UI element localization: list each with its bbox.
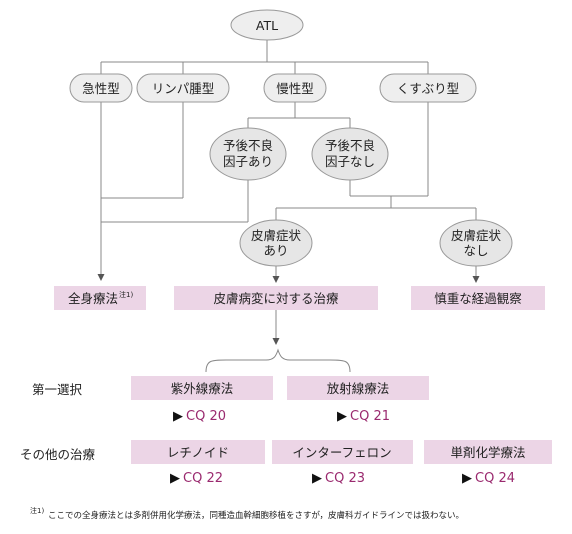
type-lymphoma: リンパ腫型 <box>136 73 230 103</box>
type-acute-label: 急性型 <box>82 81 120 96</box>
option-radiation-therapy: 放射線療法 <box>287 376 429 400</box>
skin-without-line1: 皮膚症状 <box>451 228 502 243</box>
option-retinoid-label: レチノイド <box>167 445 229 460</box>
other-treatments-label: その他の治療 <box>20 447 96 462</box>
prognosis-no-unfavorable-line2: 因子なし <box>325 154 375 169</box>
treatment-systemic-label: 全身療法 <box>68 291 118 306</box>
connector-lines <box>97 40 480 373</box>
type-smoldering: くすぶり型 <box>379 73 477 103</box>
skin-with-line2: あり <box>263 243 288 258</box>
root-node: ATL <box>230 9 304 41</box>
treatment-skin-lesion: 皮膚病変に対する治療 <box>174 286 378 310</box>
first-choice-label: 第一選択 <box>32 382 83 397</box>
type-acute: 急性型 <box>69 73 133 103</box>
option-single-agent-chemo: 単剤化学療法 <box>424 440 552 464</box>
treatment-watchful: 慎重な経過観察 <box>411 286 545 310</box>
cq-link[interactable]: CQ 20 <box>186 409 226 424</box>
option-single-agent-chemo-label: 単剤化学療法 <box>450 445 525 460</box>
prognosis-unfavorable-line2: 因子あり <box>223 154 273 169</box>
prognosis-no-unfavorable: 予後不良 因子なし <box>311 127 389 181</box>
cq-link[interactable]: CQ 24 <box>475 471 515 486</box>
skin-without-line2: なし <box>463 243 488 258</box>
option-retinoid: レチノイド <box>131 440 265 464</box>
arrow-icon: ▶ <box>173 409 183 424</box>
prognosis-no-unfavorable-line1: 予後不良 <box>325 138 375 153</box>
arrow-icon: ▶ <box>462 471 472 486</box>
skin-without: 皮膚症状 なし <box>439 219 513 267</box>
footnote-mark: 注1) <box>30 506 44 515</box>
option-uv-therapy-label: 紫外線療法 <box>171 381 234 396</box>
root-label: ATL <box>256 18 278 33</box>
footnote-text: ここでの全身療法とは多剤併用化学療法，同種造血幹細胞移植をさすが，皮膚科ガイドラ… <box>48 510 464 521</box>
treatment-watchful-label: 慎重な経過観察 <box>434 291 522 306</box>
footnote: 注1) ここでの全身療法とは多剤併用化学療法，同種造血幹細胞移植をさすが，皮膚科… <box>30 506 464 521</box>
prognosis-unfavorable: 予後不良 因子あり <box>209 127 287 181</box>
type-chronic: 慢性型 <box>263 73 327 103</box>
option-uv-therapy: 紫外線療法 <box>131 376 273 400</box>
prognosis-unfavorable-line1: 予後不良 <box>223 138 273 153</box>
cq-link[interactable]: CQ 21 <box>350 409 390 424</box>
treatment-skin-lesion-label: 皮膚病変に対する治療 <box>213 291 339 306</box>
arrow-icon: ▶ <box>170 471 180 486</box>
type-lymphoma-label: リンパ腫型 <box>152 81 215 96</box>
cq-link[interactable]: CQ 23 <box>325 471 365 486</box>
skin-with-line1: 皮膚症状 <box>251 228 302 243</box>
treatment-systemic: 全身療法 注1) <box>54 286 146 310</box>
type-chronic-label: 慢性型 <box>276 81 314 96</box>
cq-link[interactable]: CQ 22 <box>183 471 223 486</box>
treatment-systemic-note: 注1) <box>119 290 133 299</box>
arrow-icon: ▶ <box>337 409 347 424</box>
skin-with: 皮膚症状 あり <box>239 219 313 267</box>
option-interferon-label: インターフェロン <box>292 445 391 460</box>
option-radiation-therapy-label: 放射線療法 <box>327 381 390 396</box>
arrow-icon: ▶ <box>312 471 322 486</box>
option-interferon: インターフェロン <box>272 440 413 464</box>
type-smoldering-label: くすぶり型 <box>397 81 459 96</box>
